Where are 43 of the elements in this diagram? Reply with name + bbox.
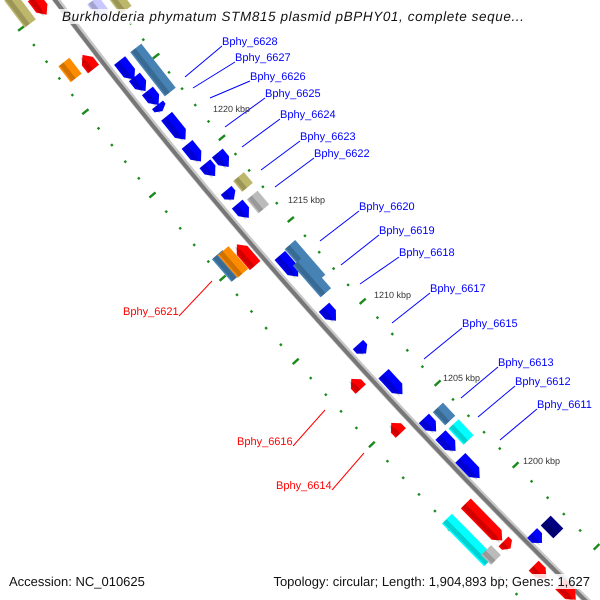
leader-line — [184, 46, 222, 78]
leader-line — [224, 98, 266, 128]
gene-label: Bphy_6621 — [123, 306, 179, 319]
gene-label: Bphy_6613 — [498, 357, 554, 370]
gene-label: Bphy_6619 — [379, 225, 435, 238]
leader-line — [192, 62, 236, 88]
genome-summary-text: Topology: circular; Length: 1,904,893 bp; Genes: 1,627 — [273, 574, 590, 589]
position-label: 1200 kbp — [523, 456, 560, 466]
position-label: 1210 kbp — [374, 290, 412, 300]
leader-line — [460, 366, 498, 398]
gene-label: Bphy_6628 — [222, 36, 278, 49]
leader-line — [178, 280, 212, 316]
gene-label: Bphy_6617 — [430, 283, 486, 296]
leader-line — [360, 256, 400, 284]
gene-label: Bphy_6616 — [237, 436, 293, 449]
leader-line — [320, 210, 360, 242]
leader-line — [274, 158, 314, 188]
leader-line — [478, 386, 516, 418]
leader-line — [340, 234, 380, 266]
gene-label: Bphy_6620 — [359, 201, 415, 214]
leader-line — [332, 452, 364, 490]
position-label: 1215 kbp — [288, 195, 326, 205]
leader-line — [242, 118, 280, 148]
position-label: 1205 kbp — [443, 373, 480, 383]
gene-label: Bphy_6618 — [399, 247, 455, 260]
accession-text: Accession: NC_010625 — [9, 574, 145, 589]
gene-label: Bphy_6611 — [537, 399, 592, 412]
leader-line — [210, 80, 250, 98]
gene-label: Bphy_6625 — [265, 88, 321, 101]
leader-line — [392, 292, 430, 324]
gene-label: Bphy_6627 — [235, 52, 291, 65]
gene-label: Bphy_6622 — [314, 148, 370, 161]
gene-label: Bphy_6623 — [300, 131, 356, 144]
gene-label: Bphy_6615 — [462, 318, 518, 331]
gene-label: Bphy_6614 — [276, 480, 332, 493]
position-label: 1220 kbp — [213, 104, 250, 114]
gene-label: Bphy_6624 — [280, 109, 336, 122]
gene-label: Bphy_6612 — [515, 376, 571, 389]
leader-line — [500, 408, 538, 440]
leader-line — [292, 410, 326, 446]
leader-line — [424, 328, 462, 360]
gene-label: Bphy_6626 — [250, 71, 306, 84]
leader-line — [260, 140, 300, 170]
